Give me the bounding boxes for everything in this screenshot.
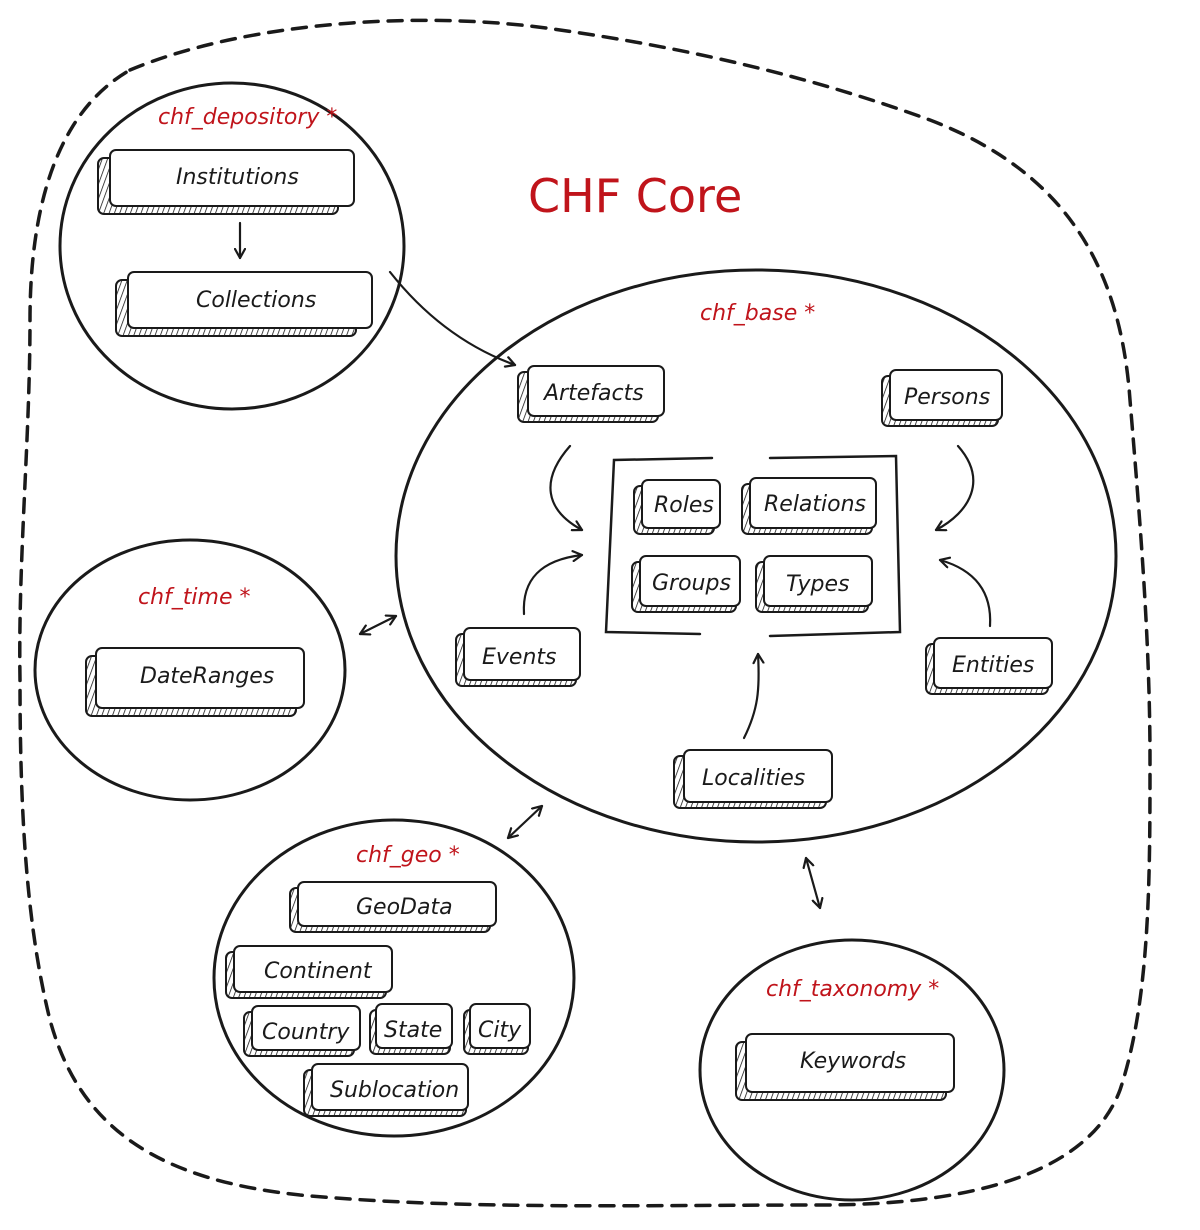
center-bracket-left — [604, 456, 714, 636]
box-geodata-label: GeoData — [356, 895, 453, 920]
core-boundary — [18, 18, 1152, 1208]
box-persons-label: Persons — [904, 385, 990, 410]
box-entities-label: Entities — [952, 653, 1034, 678]
box-state-label: State — [384, 1018, 442, 1043]
box-entities[interactable]: Entities — [925, 637, 1053, 695]
core-title: CHF Core — [528, 169, 742, 223]
box-sublocation-label: Sublocation — [330, 1078, 459, 1103]
module-taxonomy-boundary — [698, 938, 1006, 1202]
box-country[interactable]: Country — [243, 1005, 361, 1057]
arrow-localities-center — [742, 652, 759, 740]
box-groups[interactable]: Groups — [631, 555, 741, 613]
module-depository-boundary — [58, 81, 406, 411]
box-types[interactable]: Types — [755, 555, 873, 613]
box-groups-label: Groups — [652, 571, 731, 596]
module-time: chf_time * DateRanges — [33, 538, 347, 802]
box-persons[interactable]: Persons — [881, 369, 1003, 427]
box-roles-label: Roles — [654, 493, 714, 518]
module-geo-boundary — [212, 818, 576, 1138]
box-dateranges-label: DateRanges — [140, 664, 274, 689]
module-time-boundary — [33, 538, 347, 802]
module-taxonomy-label: chf_taxonomy * — [766, 977, 939, 1002]
box-continent-label: Continent — [264, 959, 373, 984]
arrow-time-base — [358, 616, 398, 634]
box-country-label: Country — [262, 1020, 350, 1045]
box-geodata[interactable]: GeoData — [289, 881, 497, 933]
arrow-events-center — [522, 555, 584, 616]
box-state[interactable]: State — [369, 1003, 453, 1055]
box-institutions[interactable]: Institutions — [97, 149, 355, 215]
module-taxonomy: chf_taxonomy * Keywords — [698, 938, 1006, 1202]
box-continent[interactable]: Continent — [225, 945, 393, 999]
arrow-base-taxonomy — [806, 856, 820, 910]
box-relations-label: Relations — [764, 492, 866, 517]
module-base-label: chf_base * — [700, 301, 815, 326]
box-events[interactable]: Events — [455, 627, 581, 687]
module-base-boundary — [394, 268, 1118, 844]
box-collections-label: Collections — [196, 288, 316, 313]
box-roles[interactable]: Roles — [633, 479, 721, 535]
arrow-collections-artefacts — [388, 270, 517, 365]
module-depository-label: chf_depository * — [158, 105, 337, 130]
box-keywords-label: Keywords — [800, 1049, 906, 1074]
module-geo-label: chf_geo * — [356, 843, 460, 868]
center-container: Roles Relations Groups Types — [604, 454, 902, 638]
box-localities-label: Localities — [702, 766, 805, 791]
arrow-entities-center — [938, 560, 992, 628]
box-city-label: City — [478, 1018, 522, 1043]
box-events-label: Events — [482, 645, 557, 670]
box-artefacts-label: Artefacts — [542, 381, 644, 406]
box-keywords[interactable]: Keywords — [735, 1033, 955, 1101]
box-sublocation[interactable]: Sublocation — [303, 1063, 469, 1117]
box-dateranges[interactable]: DateRanges — [85, 647, 305, 717]
module-geo: chf_geo * GeoData Continent Country Stat… — [212, 818, 576, 1138]
box-city[interactable]: City — [463, 1003, 531, 1055]
box-collections[interactable]: Collections — [115, 271, 373, 337]
box-artefacts[interactable]: Artefacts — [517, 365, 665, 423]
box-localities[interactable]: Localities — [673, 749, 833, 809]
arrow-artefacts-center — [549, 444, 584, 530]
box-institutions-label: Institutions — [176, 165, 299, 190]
box-types-label: Types — [786, 572, 850, 597]
module-depository: chf_depository * Institutions Collection… — [58, 81, 406, 411]
module-base: chf_base * Artefacts Persons Events Enti… — [394, 268, 1118, 844]
arrow-persons-center — [934, 444, 975, 530]
box-relations[interactable]: Relations — [741, 477, 877, 535]
module-time-label: chf_time * — [138, 585, 250, 610]
arrow-geo-base — [506, 804, 544, 840]
center-bracket-right — [768, 454, 902, 638]
